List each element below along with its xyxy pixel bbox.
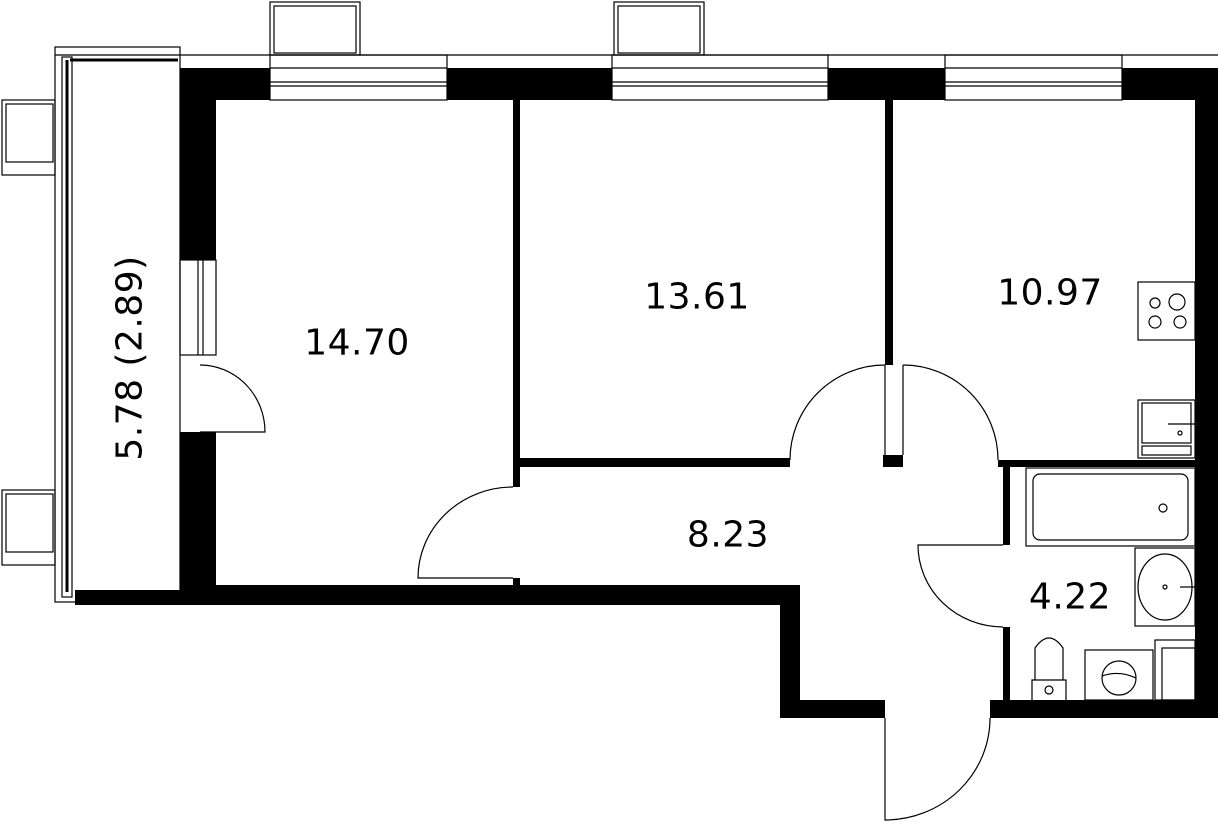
doors xyxy=(199,364,1004,821)
room-area-label: 13.61 xyxy=(644,276,750,318)
toilet-icon xyxy=(1031,637,1067,700)
walls xyxy=(180,68,1218,718)
washer-icon xyxy=(1084,649,1154,701)
fixtures xyxy=(1025,281,1196,701)
windows xyxy=(55,1,1218,356)
stove-icon xyxy=(1137,281,1196,341)
hallway-area-label: 8.23 xyxy=(686,514,770,556)
room-area-label: 14.70 xyxy=(304,322,410,364)
bathtub-icon xyxy=(1025,467,1196,547)
kitchen-area-label: 10.97 xyxy=(997,272,1103,314)
balcony-frame xyxy=(1,46,181,605)
balcony-area-label: 5.78 (2.89) xyxy=(109,255,151,461)
sink-icon xyxy=(1137,399,1196,459)
bathroom-area-label: 4.22 xyxy=(1028,576,1112,618)
